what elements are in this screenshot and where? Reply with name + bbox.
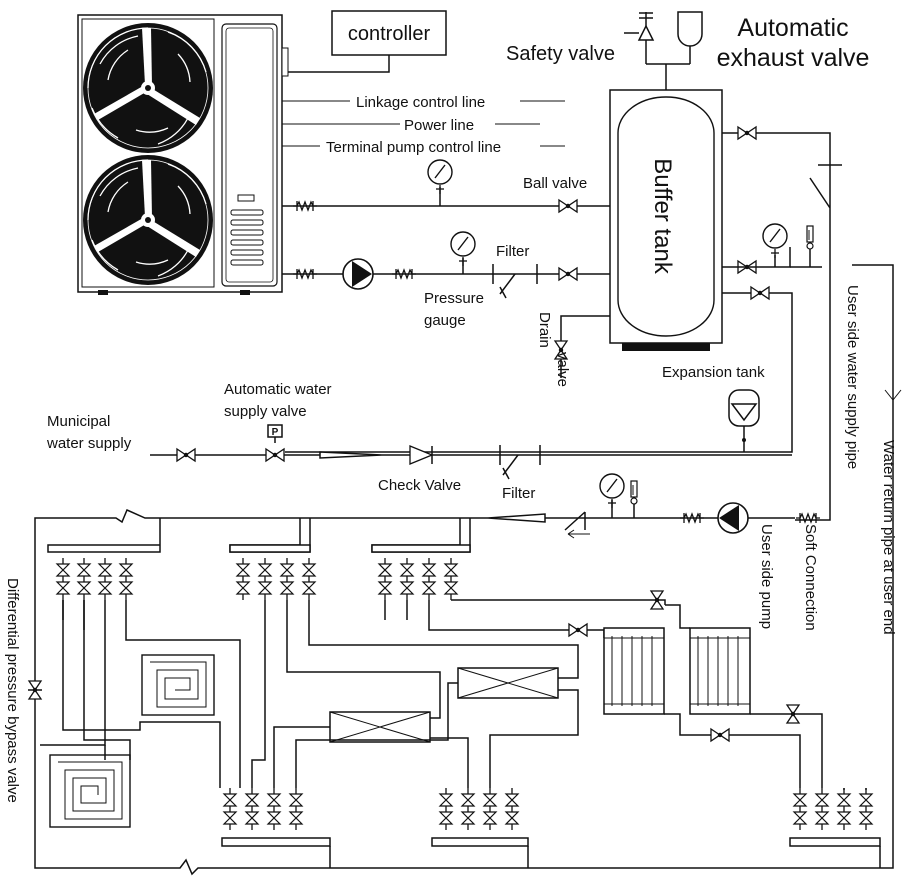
p-mark: P [272,427,279,438]
controller-label: controller [348,23,431,45]
controller-box: controller [288,10,447,73]
ball-valve-label: Ball valve [523,175,587,192]
return-manifolds [221,787,881,868]
heat-pump-unit [77,14,289,295]
tank-top-valves: Safety valve Automatic exhaust valve [506,11,870,90]
user-thermometer-icon [630,480,638,505]
municipal-label-1: Municipal [47,413,110,430]
check-valve-label: Check Valve [378,477,461,494]
expansion-tank-label: Expansion tank [662,364,765,381]
pressure-gauge-top-icon [427,159,453,195]
power-line-label: Power line [404,117,474,134]
user-side-pump-line: User side pump Soft Connection [487,473,821,631]
user-side-pump-icon [717,502,749,534]
automatic-exhaust-label-2: exhaust valve [717,44,870,72]
user-return-pipe-label: Water return pipe at user end [880,440,897,635]
tank-thermometer-icon [806,225,814,250]
municipal-label-2: water supply [46,435,132,452]
heat-pump-outlet-pipe: Ball valve [282,159,610,213]
safety-valve-label: Safety valve [506,43,615,65]
expansion-tank-pipe: Expansion tank [285,286,793,453]
bypass-valve-label: Differential pressure bypass valve [4,578,21,803]
ball-valve [558,199,578,213]
filter-top-icon [499,273,516,299]
fan-top-icon [82,22,214,154]
user-side-pump-label: User side pump [758,524,775,629]
supply-manifolds [47,518,471,601]
drain-label-1: Drain [536,312,553,348]
soft-connection-label: Soft Connection [802,524,819,631]
user-loop-pipes: Water return pipe at user end Differenti… [4,264,902,876]
check-valve-icon [409,445,434,465]
drain-label-2: valve [554,352,571,387]
floor-heating-coils [40,600,241,828]
fan-bottom-icon [82,154,214,286]
automatic-exhaust-label-1: Automatic [737,14,848,42]
automatic-exhaust-valve-icon [677,11,703,47]
drain-valve: Drain valve [536,312,610,387]
user-check-valve-icon [564,511,586,531]
automatic-supply-label-2: supply valve [224,403,307,420]
pressure-label-2: gauge [424,312,466,329]
pressure-label-1: Pressure [424,290,484,307]
fan-coils [251,600,579,788]
user-supply-pipe: User side water supply pipe [722,126,861,521]
automatic-supply-label-1: Automatic water [224,381,332,398]
linkage-control-line-label: Linkage control line [356,94,485,111]
safety-valve-icon [637,24,655,41]
heat-pump-circulation-pump-icon [342,258,374,290]
user-pressure-gauge-icon [599,473,625,509]
radiators [384,590,867,790]
user-supply-pipe-label: User side water supply pipe [844,285,861,469]
control-lines: Linkage control line Power line Terminal… [282,94,565,156]
automatic-water-supply-valve-icon [265,448,285,462]
pressure-gauge-icon [450,231,476,267]
terminal-pump-control-line-label: Terminal pump control line [326,139,501,156]
filter-bottom-label: Filter [502,485,535,502]
municipal-supply-line: P Municipal water supply Automatic water… [46,381,792,502]
buffer-tank: Buffer tank [609,89,723,351]
radiator-2 [689,627,751,715]
tank-pressure-gauge-icon [762,223,788,259]
heat-pump-return-pipe: Filter Pressure gauge [282,231,610,329]
radiator-1 [603,627,665,715]
filter-bottom-icon [502,454,519,480]
filter-top-label: Filter [496,243,529,260]
buffer-tank-label: Buffer tank [649,158,676,275]
